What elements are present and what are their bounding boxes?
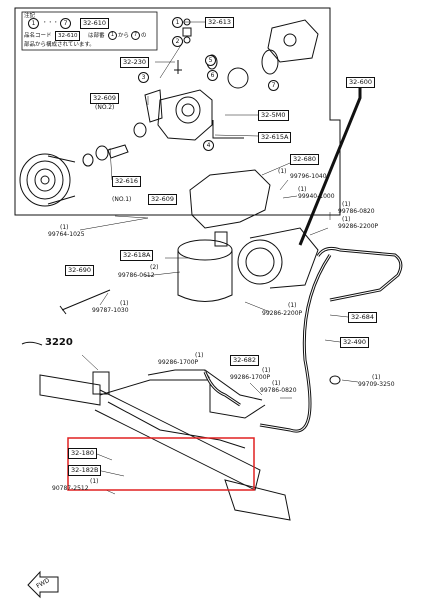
label-32-490: 32-490 bbox=[340, 337, 370, 348]
part-99709-3250: 99709-3250 bbox=[358, 381, 395, 388]
part-99286-1700p-right: 99286-1700P bbox=[230, 374, 271, 381]
label-32-600: 32-600 bbox=[346, 77, 376, 88]
label-32-682: 32-682 bbox=[230, 355, 260, 366]
qty-p8: (1) bbox=[288, 302, 297, 309]
circle-6: 6 bbox=[207, 70, 218, 81]
label-no1: (NO.1) bbox=[112, 196, 132, 203]
note-line2-prefix: 品名コード bbox=[24, 33, 52, 39]
pulley-drawing bbox=[19, 153, 76, 207]
note-box bbox=[21, 11, 158, 51]
label-32-615a: 32-615A bbox=[258, 132, 292, 143]
part-90787-2512: 90787-2512 bbox=[52, 485, 89, 492]
circle-2: 2 bbox=[172, 36, 183, 47]
label-32-5m0: 32-5M0 bbox=[258, 110, 289, 121]
label-32-680: 32-680 bbox=[290, 154, 320, 165]
qty-p1: (1) bbox=[278, 168, 287, 175]
long-bolt bbox=[59, 289, 111, 315]
qty-p11: (1) bbox=[272, 380, 281, 387]
note-line2-c1: 1 bbox=[108, 31, 117, 40]
exploded-view-frame bbox=[14, 7, 341, 216]
qty-p13: (1) bbox=[90, 478, 99, 485]
qty-p7: (1) bbox=[120, 300, 129, 307]
part-99796-1040: 99796-1040 bbox=[290, 173, 327, 180]
qty-p9: (1) bbox=[195, 352, 204, 359]
qty-p10: (1) bbox=[262, 367, 271, 374]
return-hose-inner bbox=[317, 248, 402, 301]
part-99787-1030: 99787-1030 bbox=[92, 307, 129, 314]
pump-bracket bbox=[189, 169, 271, 229]
label-32-609-no1: 32-609 bbox=[148, 194, 178, 205]
label-32-609-no2: 32-609 bbox=[90, 93, 120, 104]
note-header: 注記 bbox=[24, 13, 36, 19]
callout-32-600 bbox=[298, 88, 362, 246]
shaft-parts bbox=[82, 122, 147, 167]
note-range-end: 7 bbox=[60, 18, 71, 29]
note-line2-c2: 7 bbox=[131, 31, 140, 40]
pump-assembly-drawing bbox=[237, 227, 319, 289]
qty-p6: (2) bbox=[150, 264, 159, 271]
circle-4: 4 bbox=[203, 140, 214, 151]
qty-p12: (1) bbox=[372, 374, 381, 381]
reservoir-drawing bbox=[177, 231, 233, 302]
part-99786-0820-top: 99786-0820 bbox=[338, 208, 375, 215]
circle-3: 3 bbox=[138, 72, 149, 83]
part-99786-0820-bottom: 99786-0820 bbox=[260, 387, 297, 394]
label-no2: (NO.2) bbox=[95, 104, 115, 111]
circle-5: 5 bbox=[205, 55, 216, 66]
note-line2-kara: から bbox=[118, 33, 130, 39]
part-99764-1025: 99764-1025 bbox=[48, 231, 85, 238]
label-32-182b: 32-182B bbox=[68, 465, 102, 476]
label-32-690: 32-690 bbox=[65, 265, 95, 276]
part-99786-0612: 99786-0612 bbox=[118, 272, 155, 279]
label-32-180: 32-180 bbox=[68, 448, 98, 459]
qty-p2: (1) bbox=[298, 186, 307, 193]
part-99286-2200p-bottom: 99286-2200P bbox=[262, 310, 303, 317]
circle-1: 1 bbox=[172, 17, 183, 28]
qty-p5: (1) bbox=[60, 224, 69, 231]
highlight-box bbox=[67, 437, 255, 491]
label-32-618a: 32-618A bbox=[120, 250, 154, 261]
note-line2-suffix: の bbox=[141, 33, 147, 39]
circle-7: 7 bbox=[268, 80, 279, 91]
note-range-start: 1 bbox=[28, 18, 39, 29]
qty-p4: (1) bbox=[342, 216, 351, 223]
part-99940-1000: 99940-1000 bbox=[298, 193, 335, 200]
note-line3: 部品から構成されています。 bbox=[24, 42, 95, 48]
part-99286-2200p-top: 99286-2200P bbox=[338, 223, 379, 230]
pump-internal-parts bbox=[174, 18, 319, 139]
label-32-684: 32-684 bbox=[348, 312, 378, 323]
label-32-616: 32-616 bbox=[112, 176, 142, 187]
note-range-code: 32-610 bbox=[80, 18, 110, 29]
qty-p3: (1) bbox=[342, 201, 351, 208]
ref-arrow bbox=[21, 341, 43, 346]
leader-lines bbox=[79, 21, 359, 495]
label-32-613: 32-613 bbox=[205, 17, 235, 28]
label-3220: 3220 bbox=[45, 337, 73, 348]
note-line2-code: 32-610 bbox=[55, 31, 81, 41]
note-line2-mid: は部番 bbox=[88, 33, 105, 39]
rack-pipes bbox=[99, 379, 266, 449]
fwd-arrow bbox=[27, 570, 59, 599]
part-99286-1700p-left: 99286-1700P bbox=[158, 359, 199, 366]
label-32-230: 32-230 bbox=[120, 57, 150, 68]
pump-body-drawing bbox=[144, 89, 213, 141]
note-range-dots: ・・・ bbox=[42, 20, 59, 26]
steering-rack-drawing bbox=[39, 371, 291, 521]
